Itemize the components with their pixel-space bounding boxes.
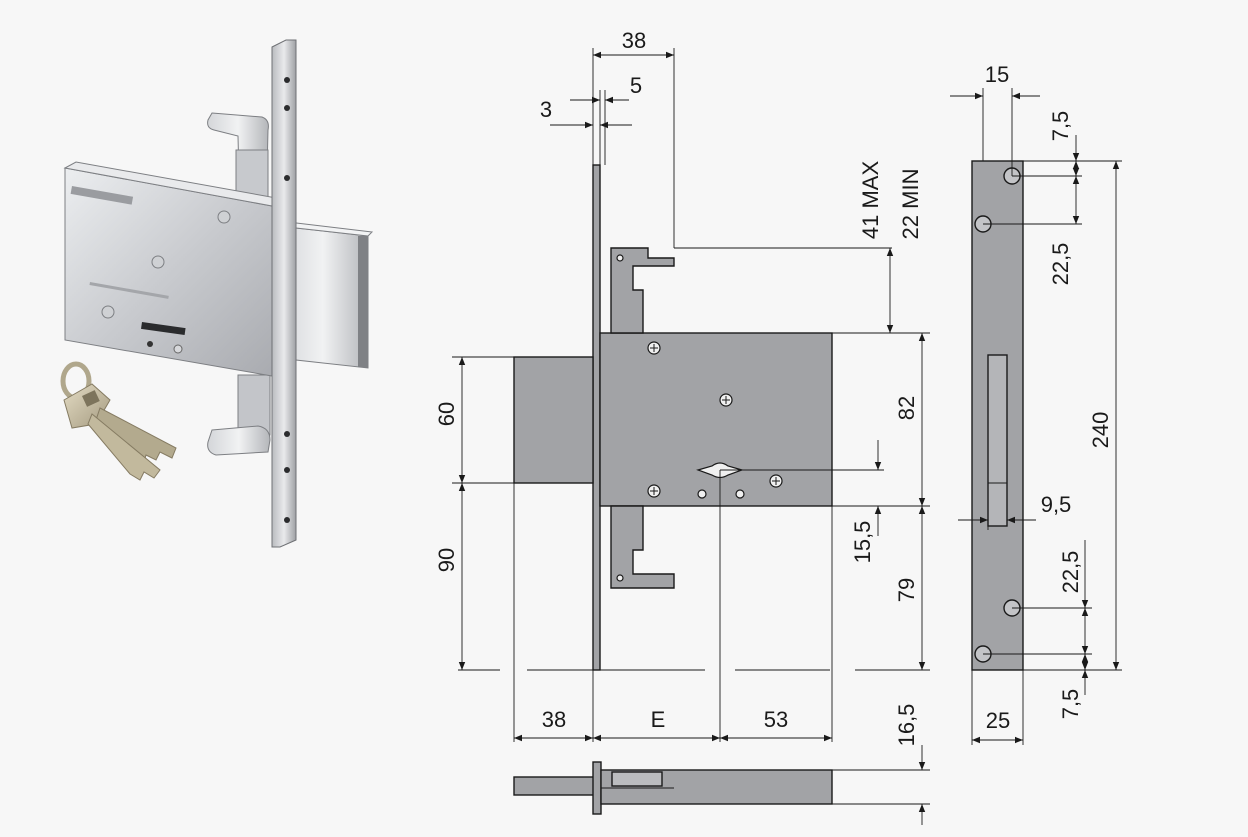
key-icon [60, 361, 177, 481]
lower-latch [610, 505, 675, 589]
face-plate [271, 39, 297, 548]
dim-backset-max: 41 MAX [858, 161, 883, 240]
dim-backset-min: 22 MIN [898, 169, 923, 240]
deadbolt [277, 221, 374, 369]
bolt-body [513, 356, 594, 484]
dim-backset: E [651, 707, 666, 732]
dim-body-height: 82 [894, 396, 919, 420]
dim-strike-bottom: 7,5 [1058, 689, 1083, 720]
screw-icon [151, 255, 165, 269]
dim-lower-body: 79 [894, 578, 919, 602]
dim-plate-thickness: 3 [540, 97, 552, 122]
strike-slot [987, 354, 1008, 527]
front-view [513, 164, 833, 671]
front-plate [592, 164, 601, 671]
dim-strike-top: 7,5 [1048, 111, 1073, 142]
lower-hook [207, 374, 271, 456]
dim-strike-plate-width: 25 [986, 708, 1010, 733]
dim-strike-slot: 9,5 [1041, 492, 1072, 517]
lock-body [599, 332, 833, 507]
top-view [513, 761, 833, 815]
dimension-labels: 38 5 3 41 MAX 22 MIN 60 90 82 15,5 79 38… [434, 28, 1113, 746]
keyhole-icon [141, 322, 186, 336]
dimension-lines [452, 48, 1122, 825]
dim-body-thickness: 16,5 [894, 704, 919, 747]
dim-bolt-projection: 38 [542, 707, 566, 732]
dim-lower-height: 90 [434, 548, 459, 572]
lock-case [63, 161, 284, 377]
screw-icon [101, 305, 115, 319]
dim-body-depth: 53 [764, 707, 788, 732]
strike-plate [971, 160, 1024, 671]
dim-top-width: 38 [622, 28, 646, 53]
dim-key-offset: 15,5 [850, 521, 875, 564]
dim-strike-hole-top: 22,5 [1048, 243, 1073, 286]
dim-top-offset: 5 [630, 73, 642, 98]
upper-latch [610, 247, 675, 334]
dim-bolt-height: 60 [434, 402, 459, 426]
dim-strike-height: 240 [1088, 412, 1113, 449]
lock-render [60, 39, 374, 548]
dim-strike-width: 15 [985, 62, 1009, 87]
dim-strike-hole-bottom: 22,5 [1058, 551, 1083, 594]
screw-icon [217, 210, 231, 224]
